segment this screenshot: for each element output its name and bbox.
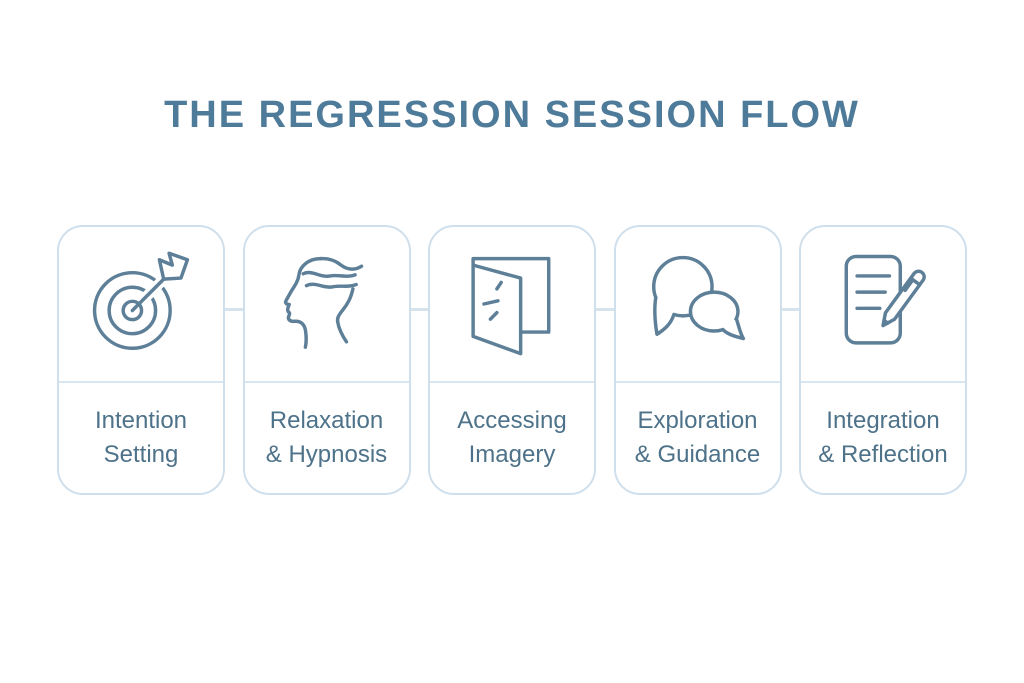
step-label-line1: Relaxation: [269, 407, 384, 434]
step-label-line1: Intention: [94, 407, 188, 434]
step-icon-area: [244, 227, 409, 383]
step-label-line2: Setting: [103, 441, 179, 468]
session-flow: Intention Setting Relaxation & Hypnosis: [57, 225, 967, 495]
notepad-pen-icon: [844, 254, 926, 345]
head-relaxation-icon: [283, 256, 363, 349]
step-label-line1: Integration: [826, 407, 940, 434]
step-icon-area: [615, 227, 780, 383]
step-label: Accessing Imagery: [430, 383, 594, 493]
flow-connector: [781, 308, 799, 311]
step-label: Integration & Reflection: [801, 383, 965, 493]
step-icon-area: [430, 227, 594, 383]
target-icon: [92, 251, 190, 351]
step-label: Relaxation & Hypnosis: [245, 383, 409, 493]
page-title: THE REGRESSION SESSION FLOW: [164, 94, 860, 136]
step-label-line2: & Reflection: [818, 441, 948, 468]
step-card-relaxation-hypnosis: Relaxation & Hypnosis: [242, 225, 411, 495]
step-label-line2: & Hypnosis: [265, 441, 388, 468]
step-card-accessing-imagery: Accessing Imagery: [428, 225, 596, 495]
open-door-icon: [471, 256, 551, 356]
step-label: Intention Setting: [59, 383, 223, 493]
flow-connector: [225, 308, 243, 311]
step-card-integration-reflection: Integration & Reflection: [799, 225, 967, 495]
step-card-exploration-guidance: Exploration & Guidance: [613, 225, 782, 495]
flow-connector: [596, 308, 614, 311]
step-label-line2: Imagery: [468, 441, 556, 468]
step-label-line1: Accessing: [457, 407, 567, 434]
step-label-line1: Exploration: [637, 407, 758, 434]
step-icon-area: [59, 227, 223, 383]
step-icon-area: [801, 227, 965, 383]
flow-connector: [410, 308, 428, 311]
step-card-intention-setting: Intention Setting: [57, 225, 225, 495]
speech-bubbles-icon: [651, 255, 745, 341]
step-label-line2: & Guidance: [634, 441, 761, 468]
step-label: Exploration & Guidance: [616, 383, 780, 493]
